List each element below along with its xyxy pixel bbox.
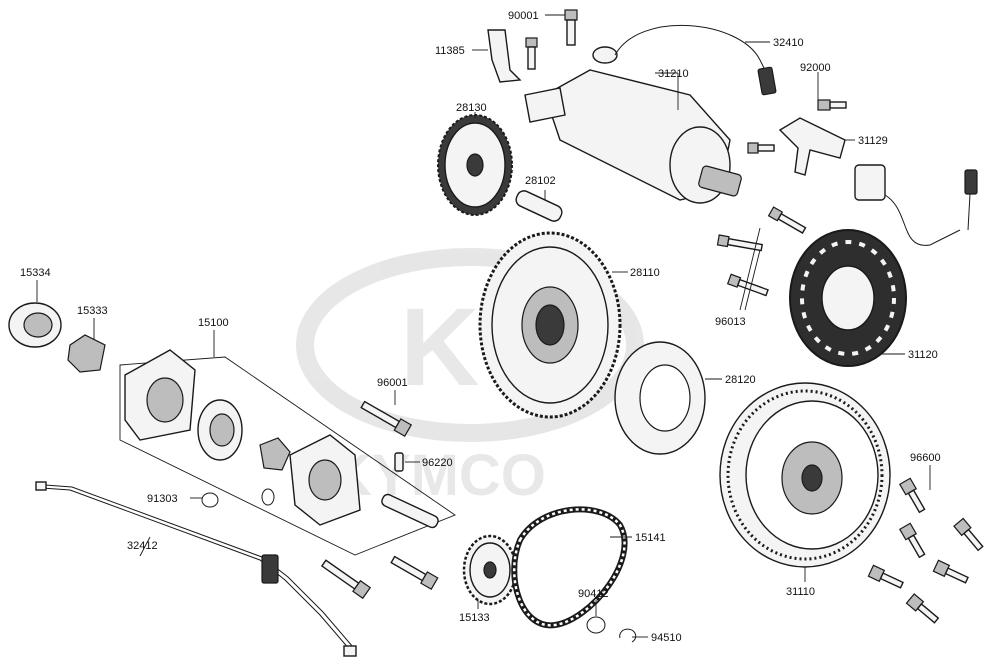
label-32410: 32410 <box>773 37 804 49</box>
bolt-90001 <box>564 9 578 46</box>
bracket-11385 <box>487 29 522 83</box>
label-96220: 96220 <box>422 457 453 469</box>
bolt-92000 <box>817 99 847 111</box>
sprocket-15133 <box>462 534 518 606</box>
label-96013: 96013 <box>715 316 746 328</box>
label-90001: 90001 <box>508 10 539 22</box>
label-94510: 94510 <box>651 632 682 644</box>
bolt-31129-screw <box>747 142 775 154</box>
part-labels: 90001 32410 11385 31210 92000 28130 3112… <box>20 10 941 644</box>
bearing-15334 <box>8 302 62 348</box>
flywheel-31110 <box>719 382 891 568</box>
bolts-lower <box>320 555 439 600</box>
chain-15141 <box>511 506 628 629</box>
washer-90412 <box>586 616 606 634</box>
pin-28102 <box>515 190 563 222</box>
label-15133: 15133 <box>459 612 490 624</box>
label-11385: 11385 <box>435 45 465 57</box>
label-28102: 28102 <box>525 175 556 187</box>
leader-lines <box>36 14 931 638</box>
label-15333: 15333 <box>77 305 108 317</box>
label-31129: 31129 <box>858 135 888 147</box>
bolts-96600 <box>867 477 984 624</box>
pin-96220 <box>394 452 404 472</box>
label-96600: 96600 <box>910 452 941 464</box>
label-15141: 15141 <box>635 532 666 544</box>
label-31210: 31210 <box>658 68 689 80</box>
stator-31120 <box>789 164 978 367</box>
label-28120: 28120 <box>725 374 756 386</box>
gear-28110 <box>478 231 622 419</box>
bolts-96013 <box>716 206 807 297</box>
label-28110: 28110 <box>630 267 660 279</box>
bolt-11385-screw <box>525 37 538 70</box>
label-15100: 15100 <box>198 317 229 329</box>
label-96001: 96001 <box>377 377 408 389</box>
oil-pump-assembly-15100 <box>119 349 456 556</box>
washer-91303 <box>201 492 219 508</box>
label-15334: 15334 <box>20 267 51 279</box>
label-31120: 31120 <box>908 349 938 361</box>
wire-harness-32412 <box>35 481 357 657</box>
bolt-96001 <box>360 400 413 438</box>
watermark-brand: KYMCO <box>330 443 546 508</box>
bracket-31129 <box>778 117 846 176</box>
rotor-15333 <box>67 334 106 373</box>
ring-28120 <box>614 341 706 455</box>
starter-motor <box>524 24 777 204</box>
gear-28130 <box>437 114 513 216</box>
label-90412: 90412 <box>578 588 609 600</box>
clip-94510 <box>619 628 637 643</box>
label-92000: 92000 <box>800 62 831 74</box>
label-31110: 31110 <box>786 586 815 598</box>
label-91303: 91303 <box>147 493 178 505</box>
label-32412: 32412 <box>127 540 158 552</box>
label-28130: 28130 <box>456 102 487 114</box>
